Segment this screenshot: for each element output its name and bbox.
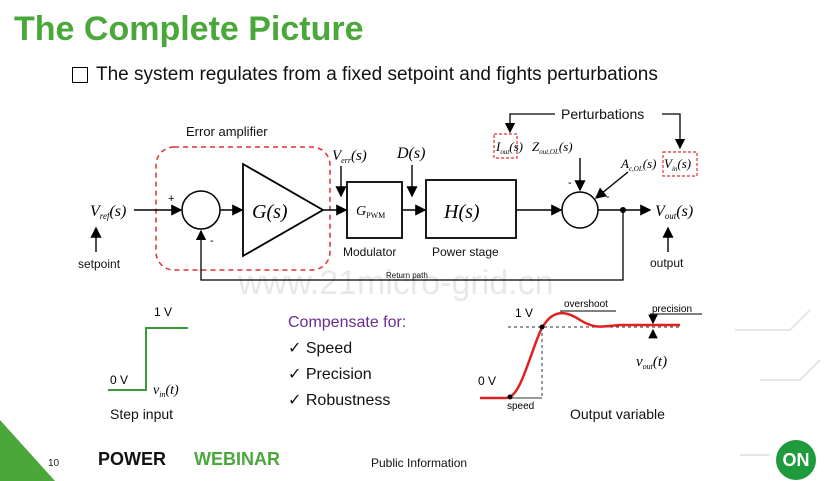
compensate-item-precision: ✓ Precision	[288, 366, 372, 383]
speed-label: speed	[507, 401, 534, 412]
d-signal-label: D(s)	[396, 145, 425, 162]
verr-label: Verr(s)	[332, 148, 367, 165]
bullet-text: The system regulates from a fixed setpoi…	[96, 64, 658, 85]
watermark: www.21micro-grid.cn	[237, 264, 554, 302]
power-logo-text: POWER	[98, 449, 167, 469]
perturbations-label: Perturbations	[561, 106, 644, 122]
setpoint-label: setpoint	[78, 257, 121, 271]
g-amplifier-triangle	[242, 162, 325, 258]
precision-label: precision	[652, 304, 692, 315]
perturbations-right-arrow	[662, 113, 686, 150]
summing-junction-1	[181, 190, 221, 230]
speed-end-dot	[539, 324, 545, 330]
summing-junction-2	[561, 191, 599, 229]
on-semiconductor-logo: ON	[776, 440, 816, 480]
vout-label: Vout(s)	[655, 203, 693, 221]
compensate-item-speed: ✓ Speed	[288, 340, 353, 357]
iout-dashed-box	[493, 133, 518, 159]
vin-dashed-box	[662, 151, 698, 177]
overshoot-label: overshoot	[564, 299, 608, 310]
check-icon: ✓	[288, 340, 306, 357]
corner-decoration	[0, 420, 55, 481]
return-path-line	[195, 210, 624, 281]
compensate-item-robustness: ✓ Robustness	[288, 392, 391, 409]
vin-label: Vin(s)	[664, 156, 691, 173]
modulator-label: Modulator	[343, 245, 396, 259]
minus-sign-1: -	[210, 235, 214, 247]
check-icon: ✓	[288, 366, 306, 383]
footer-info: Public Information	[371, 456, 468, 470]
step-one-v: 1 V	[154, 305, 172, 319]
step-vin-label: vin(t)	[153, 383, 179, 399]
speed-start-dot	[507, 394, 513, 400]
minus-sign-3: -	[606, 191, 610, 203]
vout-t-label: vout(t)	[636, 354, 667, 371]
output-one-v: 1 V	[515, 306, 533, 320]
page-number: 10	[48, 458, 60, 469]
slide-title: The Complete Picture	[14, 10, 364, 48]
check-icon: ✓	[288, 392, 306, 409]
compensate-title: Compensate for:	[288, 314, 407, 331]
plus-sign-1: +	[168, 193, 174, 205]
output-zero-v: 0 V	[478, 374, 496, 388]
h-block-label: H(s)	[443, 201, 480, 223]
power-stage-label: Power stage	[432, 245, 499, 259]
circuit-decoration	[735, 309, 821, 456]
error-amplifier-label: Error amplifier	[186, 124, 268, 139]
minus-sign-2: -	[568, 177, 572, 189]
vref-label: Vref(s)	[90, 203, 126, 221]
perturbations-left-arrow	[504, 113, 555, 134]
compensate-section: Compensate for: ✓ Speed ✓ Precision ✓ Ro…	[288, 314, 406, 416]
output-response-curve	[480, 312, 680, 400]
power-stage-block	[425, 179, 517, 239]
vin-arrow	[594, 171, 629, 199]
gpwm-label: GPWM	[356, 204, 385, 220]
zout-label: Zout,OL(s)	[532, 139, 573, 156]
step-input-caption: Step input	[110, 406, 173, 422]
return-path-label: Return path	[386, 271, 428, 280]
step-input-curve	[108, 327, 188, 391]
error-amplifier-box	[155, 146, 331, 271]
output-variable-caption: Output variable	[570, 406, 665, 422]
power-webinar-logo: POWER WEBINAR	[98, 449, 280, 470]
aol-label: Ac,OL(s)	[620, 156, 656, 173]
output-label: output	[650, 256, 684, 270]
iout-label: Iout(s)	[495, 139, 523, 156]
step-zero-v: 0 V	[110, 373, 128, 387]
g-block-label: G(s)	[252, 201, 288, 223]
bullet-row: The system regulates from a fixed setpoi…	[72, 64, 658, 86]
checkbox-bullet-icon	[72, 67, 88, 83]
webinar-logo-text: WEBINAR	[194, 449, 281, 469]
